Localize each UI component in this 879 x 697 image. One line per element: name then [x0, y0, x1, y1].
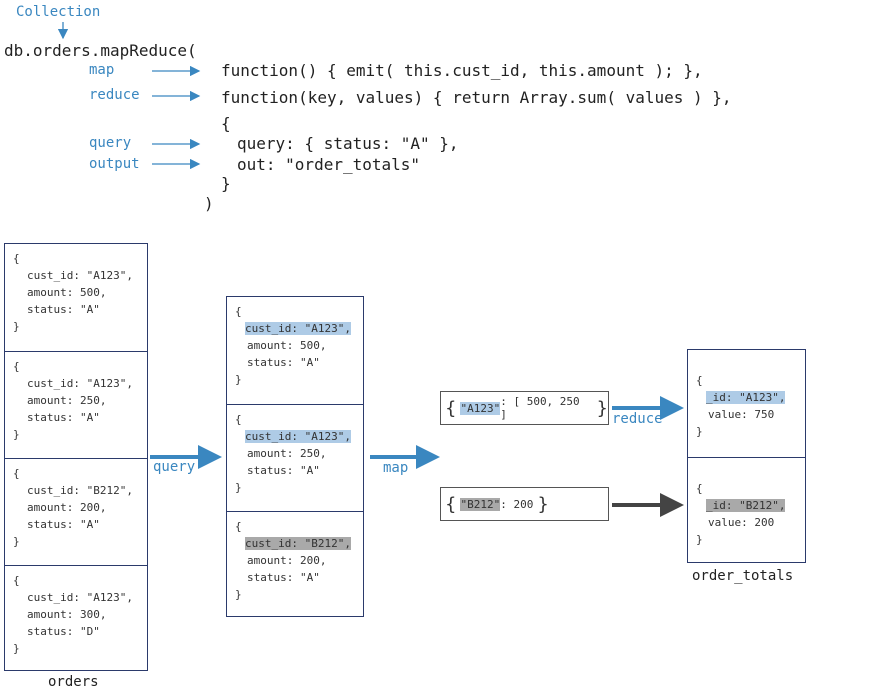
orders-document: { cust_id: "B212", amount: 200, status: … [5, 458, 147, 565]
options-close-brace: } [221, 174, 231, 193]
cust-id-field: cust_id: "A123", [27, 591, 133, 604]
cust-id-field: cust_id: "A123", [245, 430, 351, 443]
status-field: status: "A" [247, 464, 320, 477]
reduce-function-code: function(key, values) { return Array.sum… [221, 88, 732, 107]
open-brace: { [235, 305, 242, 318]
open-brace: { [13, 467, 20, 480]
close-brace: } [13, 642, 20, 655]
status-field: status: "A" [27, 518, 100, 531]
status-field: status: "D" [27, 625, 100, 638]
open-brace: { [235, 413, 242, 426]
closing-paren: ) [204, 194, 214, 213]
cust-id-field: cust_id: "B212", [27, 484, 133, 497]
close-brace: } [13, 535, 20, 548]
mapreduce-call: db.orders.mapReduce( [4, 41, 197, 60]
close-brace: } [596, 397, 608, 419]
out-option-code: out: "order_totals" [237, 155, 421, 174]
orders-collection: { cust_id: "A123", amount: 500, status: … [4, 243, 148, 671]
open-brace: { [696, 374, 703, 387]
mapped-key: "B212" [460, 497, 501, 511]
close-brace: } [696, 533, 703, 546]
amount-field: amount: 500, [247, 339, 327, 352]
status-field: status: "A" [247, 356, 320, 369]
open-brace: { [696, 482, 703, 495]
close-brace: } [235, 588, 242, 601]
close-brace: } [13, 320, 20, 333]
amount-field: amount: 200, [247, 554, 327, 567]
cust-id-field: cust_id: "B212", [245, 537, 351, 550]
reduce-stage-label: reduce [612, 411, 663, 427]
map-function-code: function() { emit( this.cust_id, this.am… [221, 61, 703, 80]
amount-field: amount: 250, [27, 394, 107, 407]
orders-caption: orders [48, 674, 99, 690]
collection-label: Collection [16, 4, 101, 20]
amount-field: amount: 500, [27, 286, 107, 299]
order-total-document: { _id: "B212", value: 200 } [688, 457, 805, 564]
id-field: _id: "B212", [706, 499, 786, 512]
open-brace: { [445, 397, 457, 419]
close-brace: } [13, 428, 20, 441]
amount-field: amount: 300, [27, 608, 107, 621]
orders-document: { cust_id: "A123", amount: 250, status: … [5, 351, 147, 458]
close-brace: } [235, 373, 242, 386]
map-label: map [89, 62, 115, 78]
close-brace: } [235, 481, 242, 494]
query-option-code: query: { status: "A" }, [237, 134, 459, 153]
mapped-key: "A123" [460, 401, 501, 415]
query-results: { cust_id: "A123", amount: 500, status: … [226, 296, 364, 617]
value-field: value: 200 [708, 516, 775, 529]
amount-field: amount: 200, [27, 501, 107, 514]
id-field: _id: "A123", [706, 391, 786, 404]
filtered-document: { cust_id: "B212", amount: 200, status: … [227, 511, 363, 618]
open-brace: { [13, 574, 20, 587]
open-brace: { [235, 520, 242, 533]
filtered-document: { cust_id: "A123", amount: 250, status: … [227, 404, 363, 511]
order-total-document: { _id: "A123", value: 750 } [688, 350, 805, 457]
cust-id-field: cust_id: "A123", [27, 377, 133, 390]
orders-document: { cust_id: "A123", amount: 300, status: … [5, 565, 147, 672]
filtered-document: { cust_id: "A123", amount: 500, status: … [227, 297, 363, 404]
output-label: output [89, 156, 140, 172]
mapped-group-b212: { "B212" : 200 } [440, 487, 609, 521]
status-field: status: "A" [247, 571, 320, 584]
cust-id-field: cust_id: "A123", [245, 322, 351, 335]
mapped-group-a123: { "A123" : [ 500, 250 ] } [440, 391, 609, 425]
order-totals-caption: order_totals [692, 568, 794, 584]
status-field: status: "A" [27, 411, 100, 424]
amount-field: amount: 250, [247, 447, 327, 460]
mapped-values: : [ 500, 250 ] [500, 395, 580, 421]
orders-document: { cust_id: "A123", amount: 500, status: … [5, 244, 147, 351]
reduce-label: reduce [89, 87, 140, 103]
open-brace: { [13, 252, 20, 265]
close-brace: } [696, 425, 703, 438]
options-open-brace: { [221, 114, 231, 133]
query-stage-label: query [153, 459, 196, 475]
status-field: status: "A" [27, 303, 100, 316]
order-totals-collection: { _id: "A123", value: 750 } { _id: "B212… [687, 349, 806, 563]
query-label: query [89, 135, 132, 151]
mapped-values: : 200 [500, 497, 534, 511]
close-brace: } [537, 493, 549, 515]
cust-id-field: cust_id: "A123", [27, 269, 133, 282]
open-brace: { [445, 493, 457, 515]
open-brace: { [13, 360, 20, 373]
map-stage-label: map [383, 460, 409, 476]
value-field: value: 750 [708, 408, 775, 421]
